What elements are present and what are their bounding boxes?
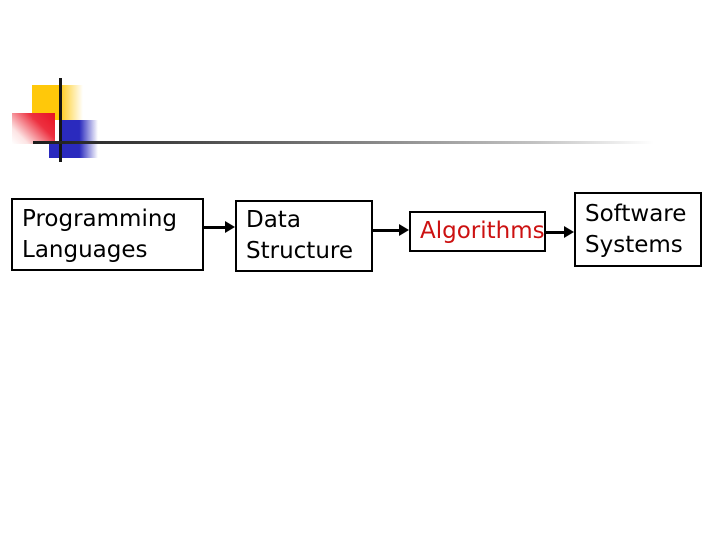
- flow-box-software-systems: Software Systems: [574, 192, 702, 267]
- flow-box-algorithms: Algorithms: [409, 211, 546, 252]
- flow-box-label-line: Structure: [246, 238, 353, 264]
- flow-box-label-line: Algorithms: [420, 218, 545, 244]
- flow-box-label-line: Systems: [585, 231, 683, 258]
- arrow-line: [204, 226, 228, 229]
- flow-box-label-line: Data: [246, 207, 301, 233]
- flow-arrow-2: [373, 224, 409, 236]
- decor-vertical-line: [59, 78, 62, 162]
- arrow-right-icon: [399, 224, 409, 236]
- arrow-line: [373, 229, 402, 232]
- arrow-line: [546, 231, 567, 234]
- decor-horizontal-line: [33, 141, 660, 144]
- decor-red-square: [12, 113, 55, 144]
- flow-arrow-3: [546, 226, 574, 238]
- decor-blue-notch: [49, 144, 61, 158]
- flow-box-data-structure: Data Structure: [235, 200, 373, 272]
- flow-box-label-line: Languages: [22, 236, 148, 263]
- decor-blue-square: [61, 120, 98, 158]
- arrow-right-icon: [564, 226, 574, 238]
- arrow-right-icon: [225, 221, 235, 233]
- flow-box-label-line: Software: [585, 200, 687, 227]
- flow-arrow-1: [204, 221, 235, 233]
- flow-box-programming-languages: Programming Languages: [11, 198, 204, 271]
- flow-box-label-line: Programming: [22, 205, 178, 232]
